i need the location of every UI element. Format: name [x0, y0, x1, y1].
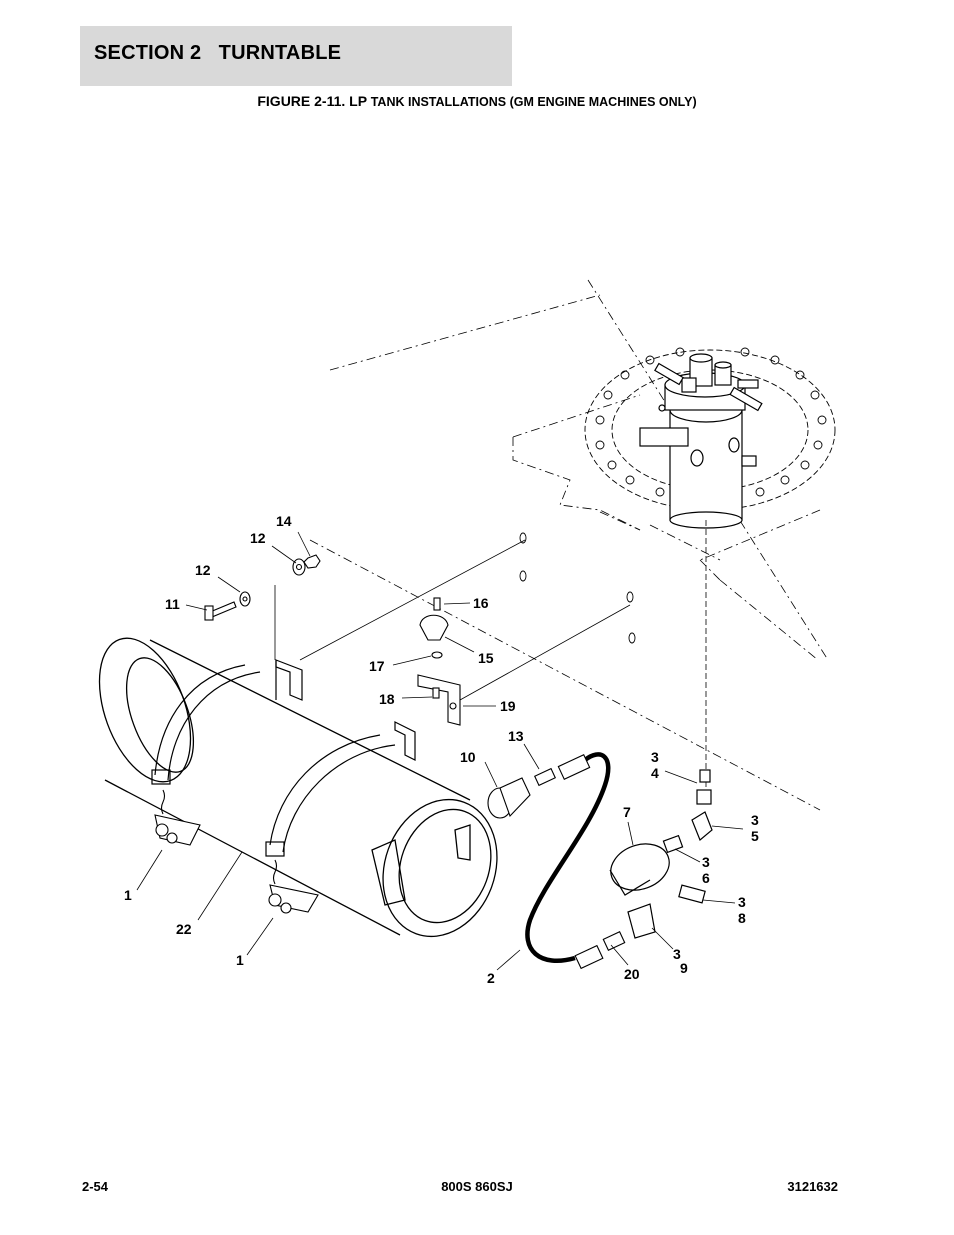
figure-number: FIGURE 2-11. LP: [257, 93, 371, 109]
bracket-hardware: [204, 554, 321, 621]
callout-19: 19: [500, 698, 516, 714]
tank-mount-brackets: [275, 659, 416, 761]
callout-15: 15: [478, 650, 494, 666]
callout-labels: 14 12 12 11 16 15 17 18 19 10 13 3 4 3 5…: [124, 513, 759, 986]
callout-2: 2: [487, 970, 495, 986]
section-title: SECTION 2 TURNTABLE: [94, 42, 342, 64]
tank-straps: [151, 664, 396, 857]
callout-11: 11: [165, 596, 180, 612]
callout-7: 7: [623, 804, 631, 820]
tank-latch-assemblies: [154, 789, 319, 914]
callout-5: 5: [751, 828, 759, 844]
callout-17: 17: [369, 658, 385, 674]
figure-caption: TANK INSTALLATIONS (GM ENGINE MACHINES O…: [370, 95, 697, 109]
document-number: 3121632: [787, 1179, 838, 1194]
callout-1-right: 1: [236, 952, 244, 968]
callout-3-c: 3: [702, 854, 710, 870]
callout-14: 14: [276, 513, 292, 529]
callout-3-a: 3: [651, 749, 659, 765]
regulator-assembly: [609, 769, 713, 939]
figure-title: FIGURE 2-11. LP TANK INSTALLATIONS (GM E…: [0, 93, 954, 109]
callout-22: 22: [176, 921, 192, 937]
callout-3-b: 3: [751, 812, 759, 828]
callout-10: 10: [460, 749, 476, 765]
rotary-coupling: [639, 353, 763, 529]
fuel-hose: [525, 752, 611, 964]
callout-1-left: 1: [124, 887, 132, 903]
callout-3-d: 3: [738, 894, 746, 910]
lp-tank: [98, 637, 498, 938]
callout-18: 18: [379, 691, 395, 707]
callout-3-e: 3: [673, 946, 681, 962]
callout-13: 13: [508, 728, 524, 744]
callout-16: 16: [473, 595, 489, 611]
callout-12-lower: 12: [195, 562, 211, 578]
callout-12-upper: 12: [250, 530, 266, 546]
bearing-bolt-holes: [595, 347, 827, 497]
callout-9: 9: [680, 960, 688, 976]
page-number: 2-54: [82, 1179, 109, 1194]
callout-8: 8: [738, 910, 746, 926]
mount-centerline-left: [299, 539, 526, 661]
turntable-outline: [309, 279, 829, 811]
leader-lines: [136, 531, 744, 971]
section-banner: SECTION 2 TURNTABLE: [80, 26, 512, 86]
hose-fittings: [487, 754, 626, 970]
mount-holes: [519, 532, 636, 644]
callout-20: 20: [624, 966, 640, 982]
callout-6: 6: [702, 870, 710, 886]
mount-centerline-right: [459, 604, 631, 701]
callout-4: 4: [651, 765, 659, 781]
vaporizer-bracket-parts: [417, 597, 461, 726]
model-numbers: 800S 860SJ: [441, 1179, 513, 1194]
